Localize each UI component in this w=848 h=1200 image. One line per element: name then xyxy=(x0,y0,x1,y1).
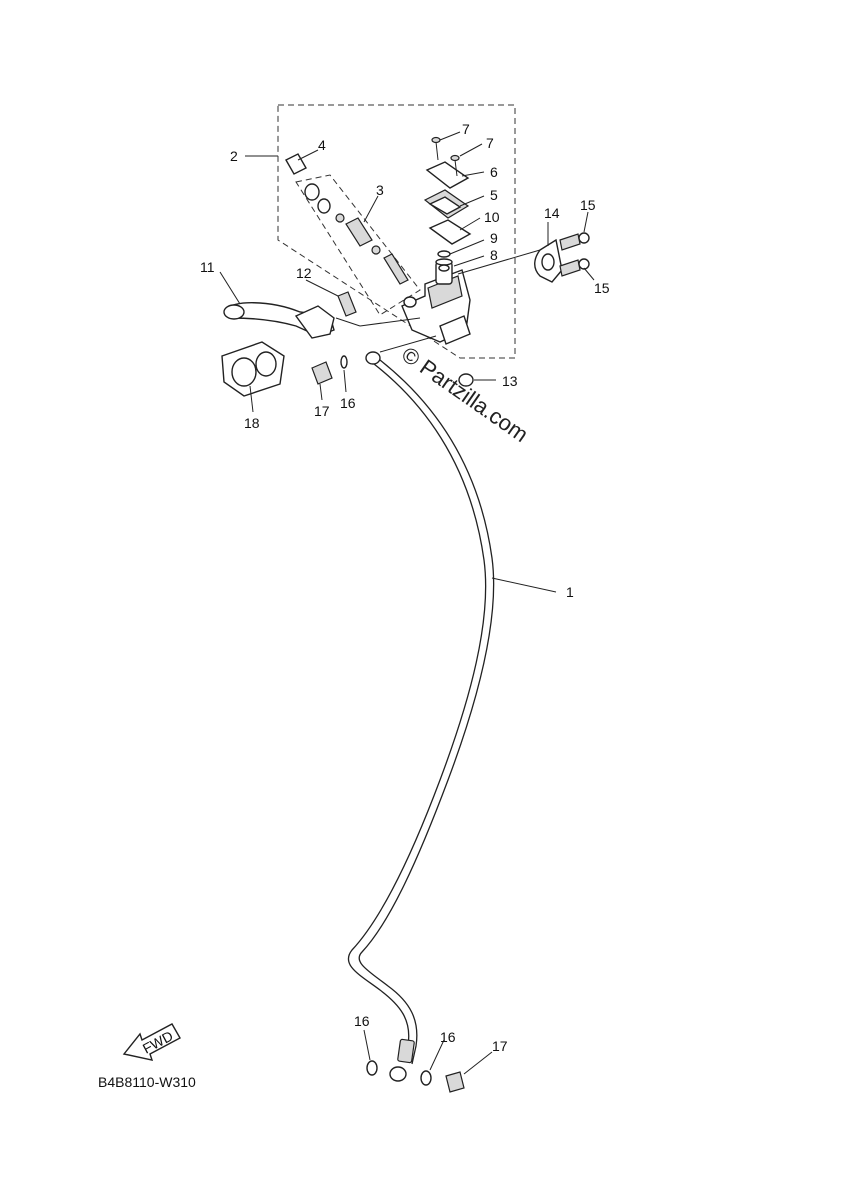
callout-14: 14 xyxy=(544,205,560,221)
assembly-dashed-outline xyxy=(277,104,516,359)
callout-10: 10 xyxy=(484,209,500,225)
callout-7b: 7 xyxy=(486,135,494,151)
callout-1: 1 xyxy=(566,584,574,600)
callout-11: 11 xyxy=(200,259,215,275)
washer-13 xyxy=(458,373,474,387)
callout-16b: 16 xyxy=(354,1013,370,1029)
lower-banjo-bolt xyxy=(366,1060,465,1093)
fwd-arrow-icon: FWD xyxy=(122,1023,181,1061)
pivot-bolt xyxy=(337,291,357,317)
callout-17b: 17 xyxy=(492,1038,508,1054)
callout-labels: 1 2 3 4 5 6 7 7 8 9 10 11 12 13 14 15 15… xyxy=(200,121,610,1054)
subassembly-dashed-outline xyxy=(295,174,421,316)
callout-3: 3 xyxy=(376,182,384,198)
callout-2: 2 xyxy=(230,148,238,164)
callout-5: 5 xyxy=(490,187,498,203)
callout-8: 8 xyxy=(490,247,498,263)
reservoir-cap-stack xyxy=(423,161,472,272)
callout-16a: 16 xyxy=(340,395,356,411)
callout-18: 18 xyxy=(244,415,260,431)
callout-4: 4 xyxy=(318,137,326,153)
callout-16c: 16 xyxy=(440,1029,456,1045)
callout-13: 13 xyxy=(502,373,518,389)
callout-12: 12 xyxy=(296,265,312,281)
brake-hose xyxy=(347,351,495,1065)
diagram-code: B4B8110-W310 xyxy=(98,1074,196,1090)
callout-15a: 15 xyxy=(580,197,596,213)
handlebar-holder xyxy=(534,232,590,283)
brake-lever xyxy=(223,302,335,339)
upper-banjo-bolt xyxy=(311,355,348,385)
callout-6: 6 xyxy=(490,164,498,180)
callout-9: 9 xyxy=(490,230,498,246)
callout-7a: 7 xyxy=(462,121,470,137)
callout-15b: 15 xyxy=(594,280,610,296)
leader-lines xyxy=(219,131,595,1075)
lever-holder xyxy=(221,341,285,397)
cap-screws xyxy=(431,136,460,177)
callout-17a: 17 xyxy=(314,403,330,419)
piston-kit xyxy=(285,153,409,285)
master-cylinder-body xyxy=(401,258,471,345)
